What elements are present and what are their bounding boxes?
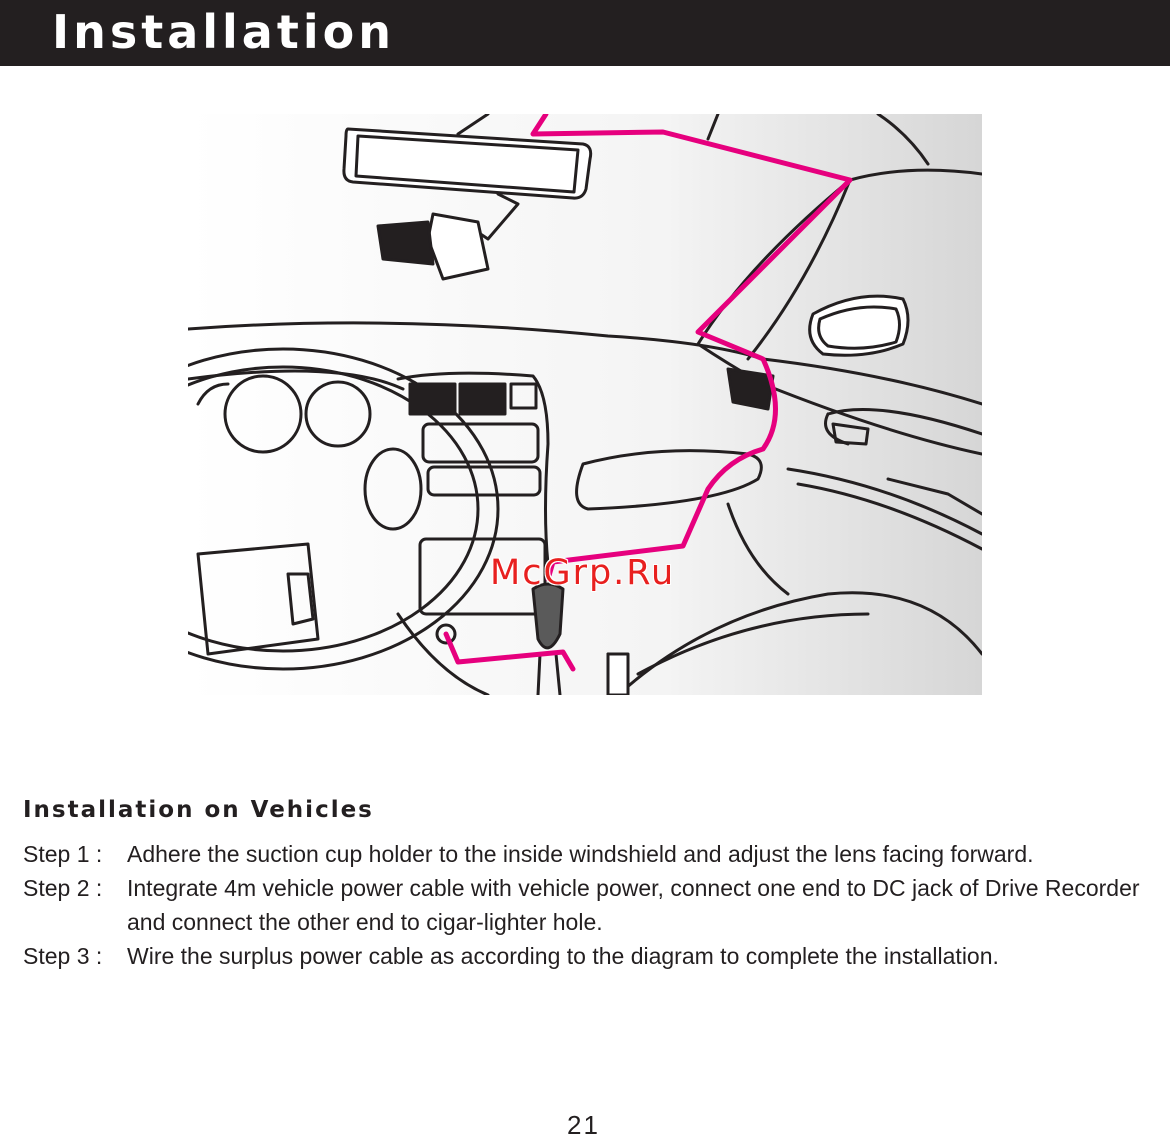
watermark-text: McGrp.Ru <box>490 553 676 593</box>
page-number: 21 <box>567 1110 600 1140</box>
step-label: Step 1 : <box>23 841 103 867</box>
step-text: Integrate 4m vehicle power cable with ve… <box>127 875 1140 935</box>
step-label: Step 2 : <box>23 875 103 901</box>
step-item: Step 1 : Adhere the suction cup holder t… <box>23 837 1163 871</box>
page-title: Installation <box>52 5 395 59</box>
step-item: Step 2 : Integrate 4m vehicle power cabl… <box>23 871 1163 939</box>
step-item: Step 3 : Wire the surplus power cable as… <box>23 939 1163 973</box>
step-text: Adhere the suction cup holder to the ins… <box>127 841 1034 867</box>
section-heading: Installation on Vehicles <box>23 797 374 823</box>
step-text: Wire the surplus power cable as accordin… <box>127 943 999 969</box>
step-label: Step 3 : <box>23 943 103 969</box>
header-bar: Installation <box>0 0 1170 66</box>
steps-list: Step 1 : Adhere the suction cup holder t… <box>23 837 1163 973</box>
installation-diagram: McGrp.Ru <box>188 114 982 695</box>
